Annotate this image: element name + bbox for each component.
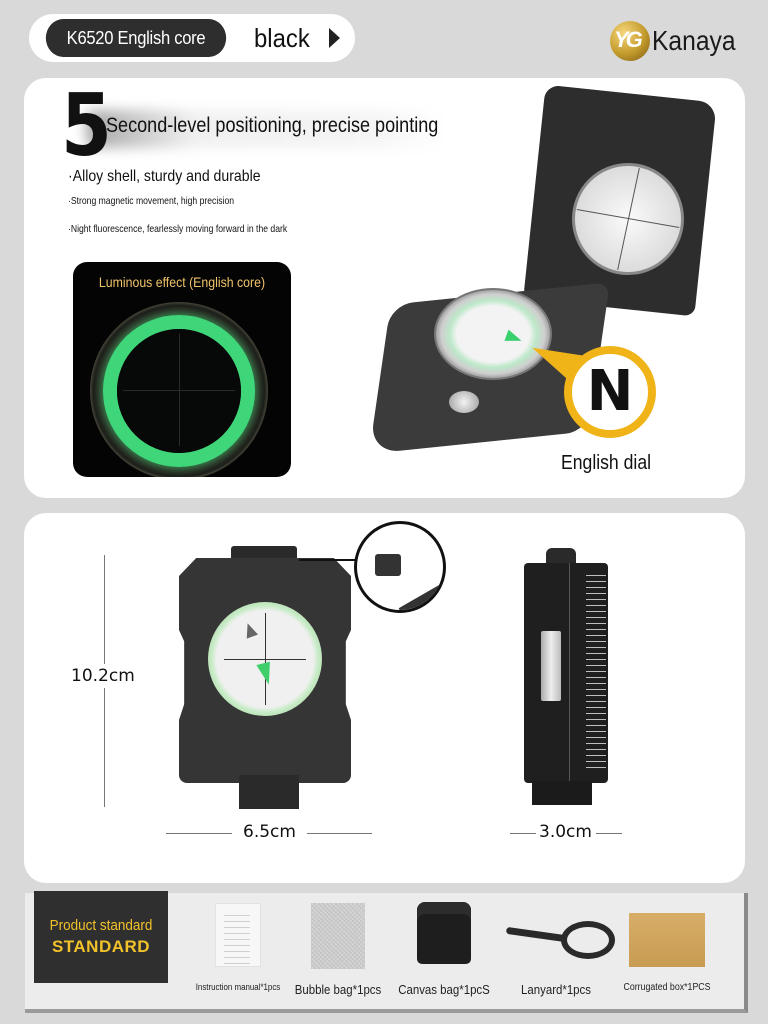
canvas-bag-image <box>417 902 471 964</box>
lanyard-cord <box>398 573 443 610</box>
depth-label: 3.0cm <box>539 822 592 842</box>
side-ruler <box>586 575 606 773</box>
crosshair <box>265 613 266 705</box>
brand-name: Kanaya <box>652 25 736 56</box>
variant-selector[interactable]: K6520 English core black <box>29 14 355 62</box>
play-arrow-icon[interactable] <box>329 28 340 48</box>
dial-caption: English dial <box>561 452 652 474</box>
bubble-bag-image <box>311 903 365 969</box>
package-item: Canvas bag*1pcS <box>398 899 490 997</box>
bubble-level <box>449 391 479 413</box>
package-item-label: Canvas bag*1pcS <box>398 982 490 997</box>
feature-bullet: ·Strong magnetic movement, high precisio… <box>68 195 235 207</box>
corrugated-box-image <box>629 913 705 967</box>
width-dimension-line <box>307 833 372 834</box>
instruction-manual-image <box>215 903 261 967</box>
package-item-label: Instruction manual*1pcs <box>195 982 281 992</box>
variant-label: K6520 English core <box>45 19 227 57</box>
feature-panel: 5 Second-level positioning, precise poin… <box>24 78 745 498</box>
luminous-effect-image: Luminous effect (English core) <box>73 262 291 477</box>
feature-bullet: ·Night fluorescence, fearlessly moving f… <box>68 223 288 235</box>
north-badge: N <box>564 346 656 438</box>
width-dimension-line <box>166 833 232 834</box>
depth-dimension-line <box>596 833 622 834</box>
standard-subtitle: STANDARD <box>51 937 151 956</box>
side-seam <box>569 563 570 783</box>
feature-bullet: ·Alloy shell, sturdy and durable <box>68 168 261 185</box>
depth-dimension-line <box>510 833 536 834</box>
package-contents-panel: Product standard STANDARD Instruction ma… <box>25 891 748 1013</box>
lanyard-image <box>506 921 615 959</box>
brand-logo-icon: YG <box>610 21 650 61</box>
color-label: black <box>254 23 310 53</box>
package-item: Bubble bag*1pcs <box>295 899 381 997</box>
package-item-label: Corrugated box*1PCS <box>623 982 711 993</box>
standard-title: Product standard <box>49 917 153 934</box>
width-label: 6.5cm <box>243 822 296 842</box>
package-item: Instruction manual*1pcs <box>195 899 281 992</box>
feature-headline: Second-level positioning, precise pointi… <box>106 114 439 137</box>
compass-side-hinge <box>546 548 576 566</box>
compass-dial <box>434 288 552 380</box>
callout-line <box>299 559 357 561</box>
side-window <box>541 631 561 701</box>
lanyard-clip <box>375 554 401 576</box>
headline-shadow <box>86 110 446 148</box>
feature-number: 5 <box>61 76 112 176</box>
package-item-label: Bubble bag*1pcs <box>294 982 382 997</box>
luminous-title: Luminous effect (English core) <box>98 274 266 290</box>
compass-tab <box>239 775 299 809</box>
brand: YG Kanaya <box>610 20 747 62</box>
package-item: Corrugated box*1PCS <box>619 899 715 993</box>
package-item: Lanyard*1pcs <box>501 899 615 997</box>
product-standard-badge: Product standard STANDARD <box>34 891 168 983</box>
brand-logo-text: YG <box>614 27 643 52</box>
height-label: 10.2cm <box>71 664 135 688</box>
compass-side-foot <box>532 781 592 805</box>
lanyard-detail-inset <box>354 521 446 613</box>
package-item-label: Lanyard*1pcs <box>521 982 591 997</box>
dimensions-panel: 10.2cm 6.5cm 3.0cm <box>24 513 745 883</box>
crosshair <box>179 334 180 446</box>
